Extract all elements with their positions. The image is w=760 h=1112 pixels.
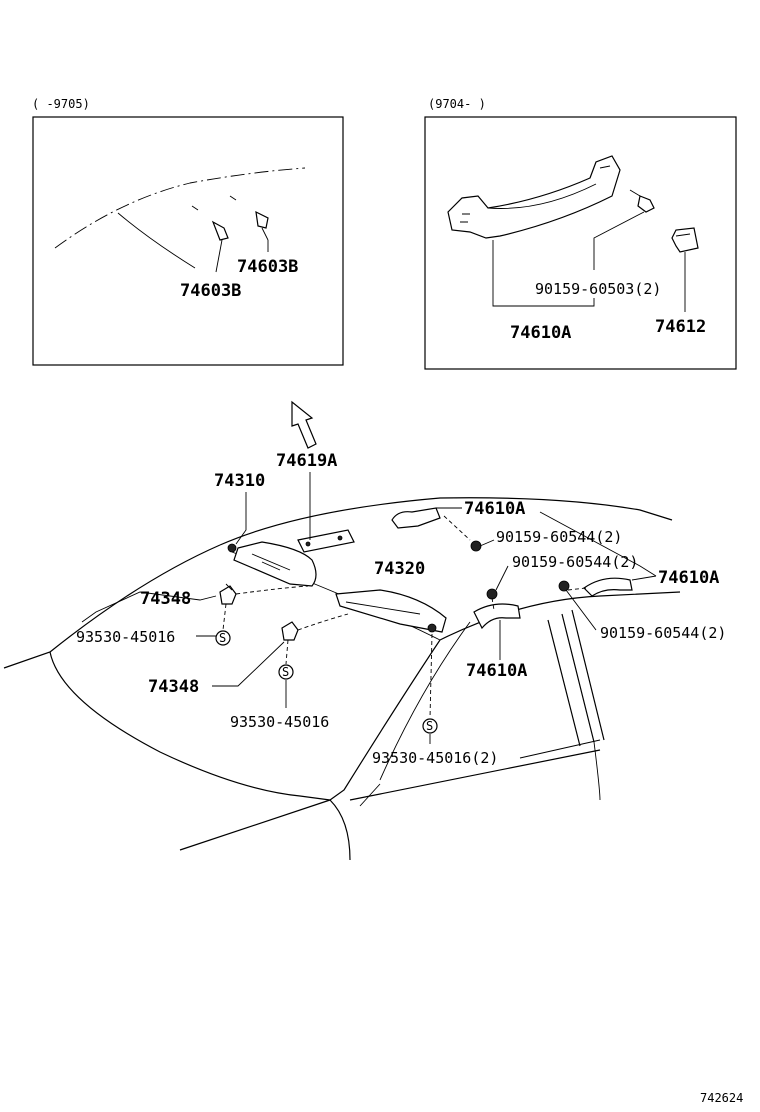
inset-right: (9704- ) 90159-60503(2) 74610A 74612 [424, 97, 737, 370]
grip-74610a-top [391, 507, 441, 529]
inset-left: ( -9705) 74603B 74603B [32, 97, 344, 366]
label-74348-a: 74348 [140, 589, 191, 609]
label-74320: 74320 [374, 559, 425, 579]
label-90159-60544-b: 90159-60544(2) [512, 553, 638, 571]
cover-74612 [671, 227, 699, 253]
label-74348-b: 74348 [148, 677, 199, 697]
label-90159-60544-a: 90159-60544(2) [496, 528, 622, 546]
leader-screw [593, 211, 645, 270]
clip-s-c: S [422, 718, 438, 734]
a-pillar-line [329, 639, 441, 801]
label-74619a: 74619A [276, 451, 337, 471]
screw-90159-60544-b [486, 588, 498, 600]
visor-pivot-left [227, 543, 237, 553]
label-74603b-upper: 74603B [237, 257, 298, 277]
svg-text:S: S [219, 631, 226, 645]
assist-grip-drawing [447, 155, 621, 239]
b-pillar-lower [593, 741, 601, 801]
roof-edge-line [54, 167, 306, 249]
holder-74348-left [219, 583, 237, 605]
label-74610a-inset: 74610A [510, 323, 571, 343]
holder-74348-right [281, 621, 299, 641]
reference-arrow [291, 400, 317, 449]
label-90159-60544-c: 90159-60544(2) [600, 624, 726, 642]
screw-90159-60544-c [558, 580, 570, 592]
label-93530-45016-c: 93530-45016(2) [372, 749, 498, 767]
label-74610a-mid: 74610A [466, 661, 527, 681]
inset-left-period: ( -9705) [32, 97, 90, 111]
screw-90159-60544-a [470, 540, 482, 552]
grip-74610a-right [583, 577, 633, 597]
inset-left-frame [32, 116, 344, 366]
visor-pivot-right [427, 623, 437, 633]
hood-line [3, 544, 221, 669]
screw-90159-60503 [629, 189, 655, 213]
clip-74603b-upper [229, 195, 269, 241]
label-93530-45016-b: 93530-45016 [230, 713, 329, 731]
label-74610a-right: 74610A [658, 568, 719, 588]
figure-number: 742624 [700, 1091, 743, 1105]
door-frame-inner [379, 621, 471, 781]
label-74610a-top: 74610A [464, 499, 525, 519]
label-74310: 74310 [214, 471, 265, 491]
inset-right-period: (9704- ) [428, 97, 486, 111]
mirror-line [359, 783, 381, 807]
svg-text:S: S [282, 665, 289, 679]
pillar-line [117, 212, 196, 269]
clip-s-b: S [278, 664, 294, 680]
label-74603b-lower: 74603B [180, 281, 241, 301]
dash-line [179, 799, 331, 851]
clip-s-a: S [215, 630, 231, 646]
label-93530-45016-a: 93530-45016 [76, 628, 175, 646]
windshield-lower [49, 651, 331, 801]
clip-74603b-lower [191, 205, 229, 273]
grip-74610a-mid [473, 603, 521, 630]
inset-right-frame [424, 116, 737, 370]
a-pillar-lower [329, 799, 351, 861]
leader-grip [492, 240, 595, 307]
svg-text:S: S [426, 719, 433, 733]
visor-holder-74619a [297, 529, 355, 553]
main-view: S S S 74619A [3, 400, 726, 861]
belt-line [349, 749, 601, 801]
label-90159-60503: 90159-60503(2) [535, 280, 661, 298]
b-pillar [547, 609, 605, 747]
sun-visor-74310 [233, 541, 317, 587]
label-74612: 74612 [655, 317, 706, 337]
roof-line [219, 497, 673, 546]
